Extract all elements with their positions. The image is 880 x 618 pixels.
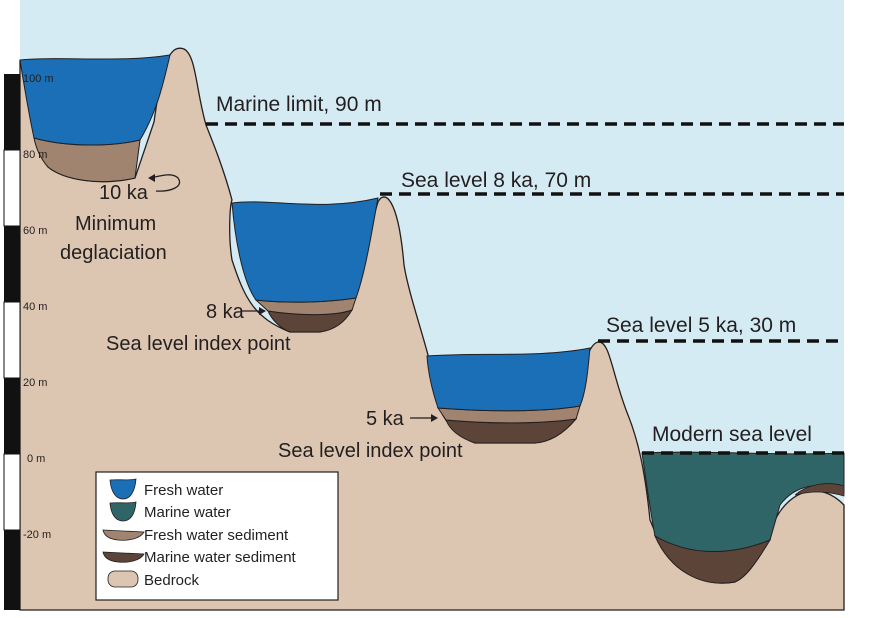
arrowhead-icon <box>431 414 438 422</box>
age-8ka-label: 8 ka <box>206 301 245 323</box>
legend-label-bedrock: Bedrock <box>144 572 200 589</box>
age-10ka-arrow <box>149 174 181 192</box>
legend-label-marine-water: Marine water <box>144 504 231 521</box>
marine-limit-label: Marine limit, 90 m <box>216 93 382 116</box>
age-5ka-label: 5 ka <box>366 408 405 430</box>
scale-tick-label: -20 m <box>23 529 51 541</box>
scale-tick-label: 20 m <box>23 377 47 389</box>
right-submerged-ridge-sediment <box>794 483 845 497</box>
index-point-5ka-label: Sea level index point <box>278 440 463 462</box>
top-basin-fresh-water <box>19 54 171 146</box>
min-deglaciation-label-line2: deglaciation <box>60 242 167 264</box>
scale-tick-label: 80 m <box>23 149 47 161</box>
sea-level-5ka-label: Sea level 5 ka, 30 m <box>606 314 796 337</box>
scale-tick-label: 0 m <box>27 453 45 465</box>
fresh-sediment-swatch-icon <box>102 529 145 541</box>
legend: Fresh water Marine water Fresh water sed… <box>95 471 339 601</box>
scale-bar <box>3 74 21 610</box>
modern-sea-level-label: Modern sea level <box>652 423 812 446</box>
legend-label-fresh-water: Fresh water <box>144 482 223 499</box>
scale-tick-label: 40 m <box>23 301 47 313</box>
marine-water-swatch-icon <box>109 501 137 522</box>
legend-label-marine-sediment: Marine water sediment <box>144 549 297 566</box>
bedrock-swatch-icon <box>107 570 139 588</box>
low-basin-fresh-water <box>426 347 591 412</box>
marine-sediment-swatch-icon <box>102 551 145 563</box>
mid-basin-fresh-water <box>231 197 379 303</box>
scale-tick-label: 100 m <box>23 73 54 85</box>
arrowhead-icon <box>148 174 155 182</box>
sea-level-8ka-label: Sea level 8 ka, 70 m <box>401 169 591 192</box>
fresh-water-swatch-icon <box>109 478 137 500</box>
min-deglaciation-label-line1: Minimum <box>75 213 156 235</box>
index-point-8ka-label: Sea level index point <box>106 333 291 355</box>
bedrock <box>19 47 845 611</box>
age-10ka-label: 10 ka <box>99 182 149 204</box>
arrowhead-icon <box>259 307 266 315</box>
scale-tick-label: 60 m <box>23 225 47 237</box>
legend-label-fresh-sediment: Fresh water sediment <box>144 527 289 544</box>
modern-marine-water <box>641 451 845 552</box>
